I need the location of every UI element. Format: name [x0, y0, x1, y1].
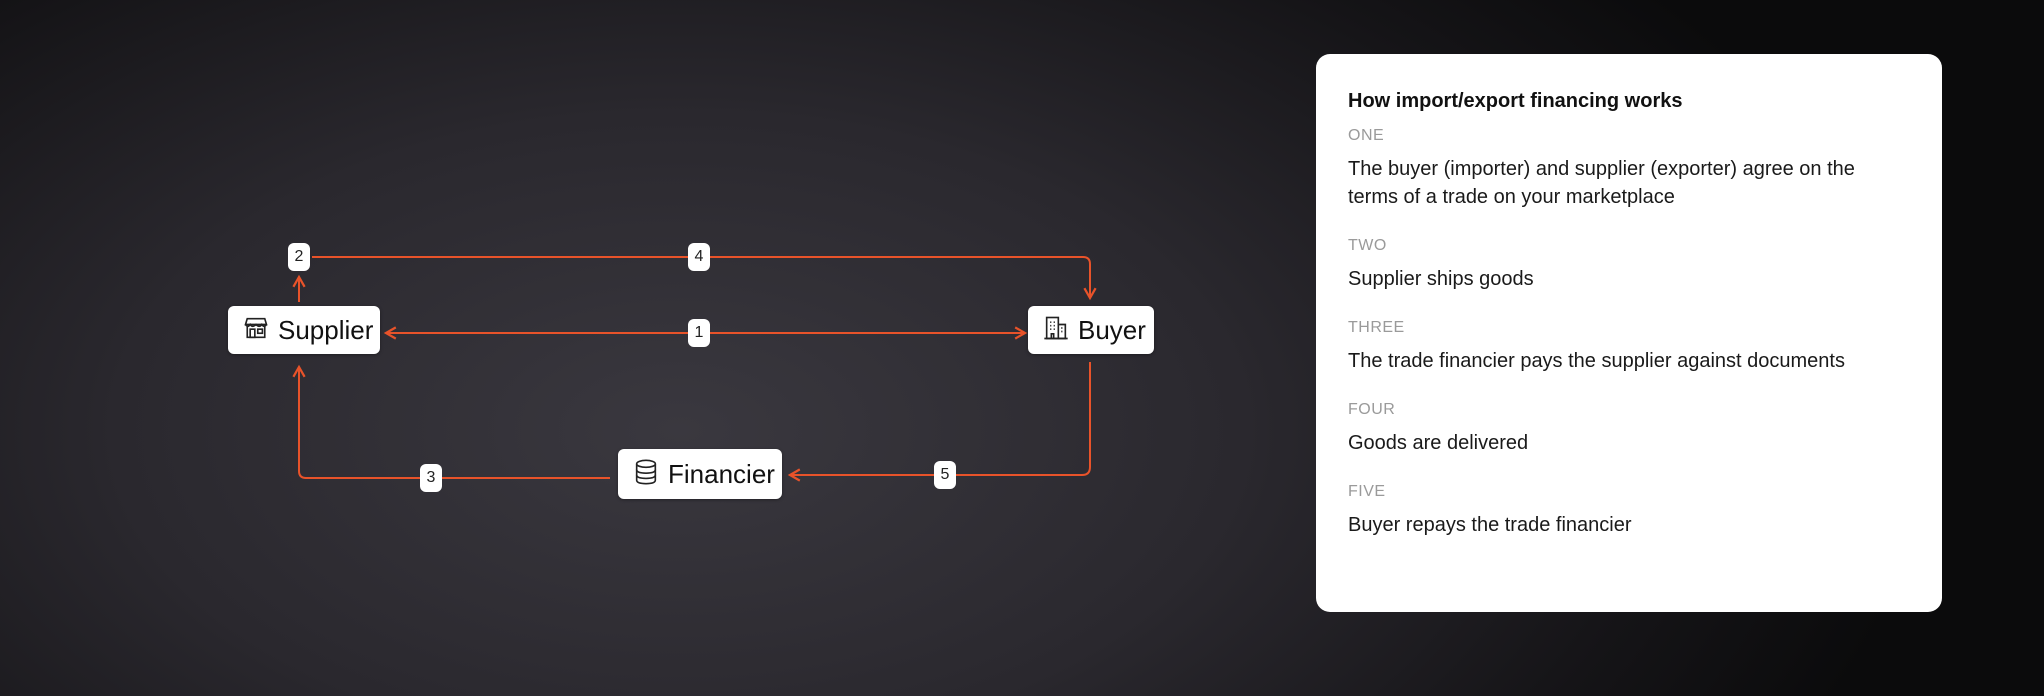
building-icon [1042, 314, 1070, 347]
step-text: Supplier ships goods [1348, 268, 1534, 290]
step-number: FOUR [1348, 401, 1396, 418]
arrow-5 [787, 362, 1091, 482]
step-number: THREE [1348, 319, 1405, 336]
store-icon [242, 314, 270, 347]
buyer-node[interactable]: Buyer [1028, 306, 1154, 354]
step-badge-1: 1 [688, 319, 710, 347]
panel-title: How import/export financing works [1348, 90, 1683, 112]
step-number: TWO [1348, 237, 1387, 254]
step-five: FIVE Buyer repays the trade financier [1348, 483, 1910, 539]
buyer-label: Buyer [1078, 314, 1146, 345]
supplier-node[interactable]: Supplier [228, 306, 380, 354]
step-text: Goods are delivered [1348, 432, 1529, 454]
step-badge-2: 2 [288, 243, 310, 271]
financier-node[interactable]: Financier [618, 449, 782, 499]
step-text: Buyer repays the trade financier [1348, 514, 1632, 536]
database-icon [632, 458, 660, 491]
step-text: The trade financier pays the supplier ag… [1348, 350, 1845, 372]
supplier-label: Supplier [278, 314, 374, 345]
step-badge-5: 5 [934, 461, 956, 489]
arrow-3 [292, 364, 610, 479]
step-badge-4: 4 [688, 243, 710, 271]
step-two: TWO Supplier ships goods [1348, 237, 1910, 293]
step-text: The buyer (importer) and supplier (expor… [1348, 158, 1855, 208]
step-three: THREE The trade financier pays the suppl… [1348, 319, 1910, 375]
explanation-panel: How import/export financing works ONE Th… [1316, 54, 1942, 612]
arrow-4 [312, 256, 1097, 301]
step-number: FIVE [1348, 483, 1386, 500]
step-badge-3: 3 [420, 464, 442, 492]
step-four: FOUR Goods are delivered [1348, 401, 1910, 457]
financier-label: Financier [668, 458, 775, 489]
step-number: ONE [1348, 127, 1385, 144]
step-one: ONE The buyer (importer) and supplier (e… [1348, 127, 1910, 211]
